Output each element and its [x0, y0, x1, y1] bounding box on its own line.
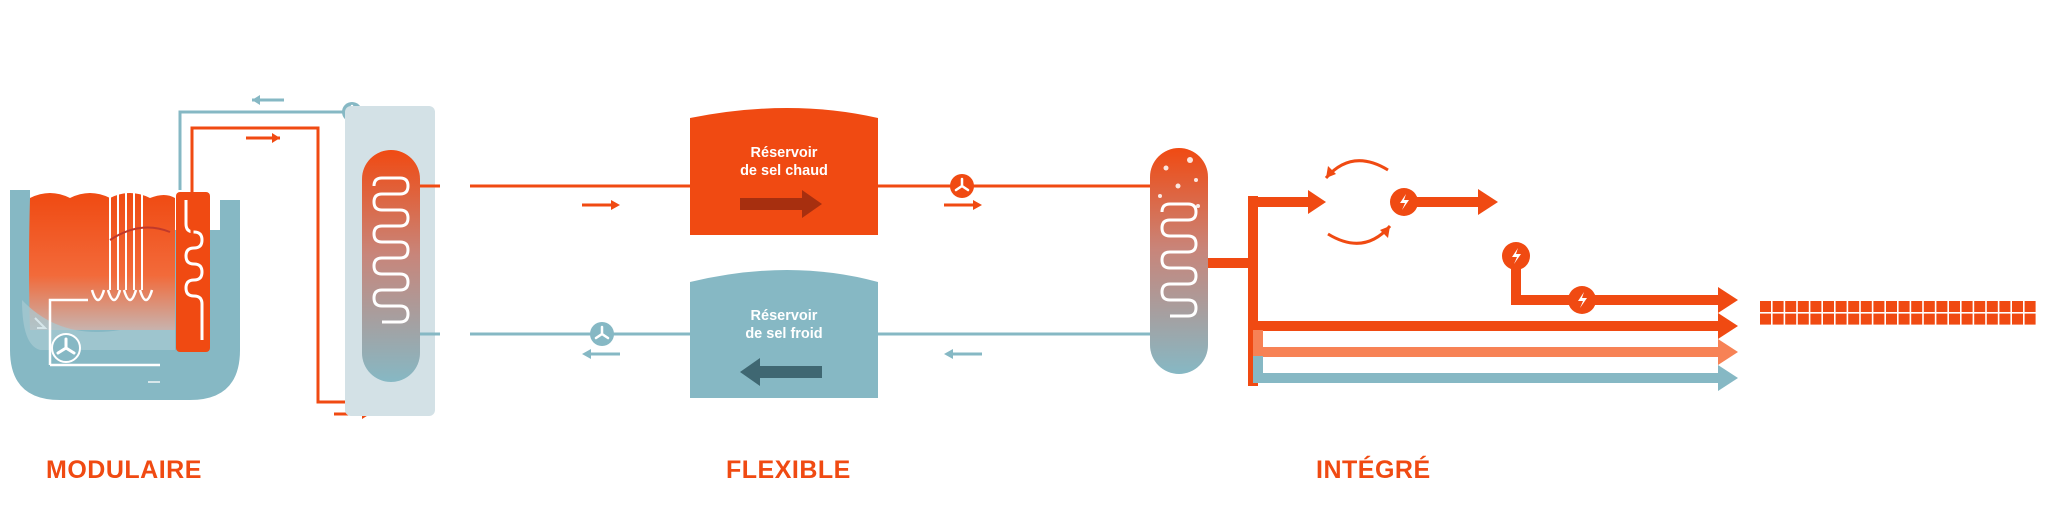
lightning-icon [1502, 242, 1530, 270]
steam-generator [1150, 148, 1208, 374]
grid-block [1848, 313, 1860, 325]
hot-loop-pipe [190, 126, 370, 404]
grid-block [1986, 301, 1998, 312]
grid-block [1886, 301, 1897, 312]
lightning-icon [1568, 286, 1596, 314]
grid-block [1936, 301, 1948, 312]
grid-block [2024, 313, 2036, 325]
output-band-warm-head [1718, 339, 1738, 365]
grid-block [1961, 301, 1973, 312]
grid-block [1886, 313, 1897, 325]
control-rods [109, 112, 143, 290]
grid-block [1974, 301, 1986, 312]
lightning-icon [1390, 188, 1418, 216]
grid-block [1974, 313, 1986, 325]
grid-block [1923, 313, 1935, 325]
section-label-modular: MODULAIRE [46, 456, 202, 484]
grid-block [1961, 313, 1973, 325]
steam-outlet [1208, 258, 1248, 268]
modular-section [10, 95, 440, 419]
fuel-loops [90, 289, 154, 302]
section-label-flexible: FLEXIBLE [726, 456, 851, 484]
core-flow-arrow [109, 226, 171, 241]
grid-block [1760, 301, 1771, 312]
output-band-bridge-cold [1253, 356, 1263, 382]
fan-icon [51, 333, 81, 363]
grid-block [1999, 301, 2011, 312]
hot-line-arrow-1-head [611, 200, 620, 210]
grid-block [1848, 301, 1860, 312]
grid-block [1797, 301, 1809, 312]
intermediate-exchanger [362, 150, 420, 382]
grid-block [1999, 313, 2011, 325]
fan-icon [590, 322, 614, 346]
cold-tank [690, 270, 878, 398]
grid-block [1986, 313, 1998, 325]
primary-exchanger-coil [184, 200, 204, 340]
grid-block [1810, 313, 1822, 325]
grid-block [1785, 313, 1797, 325]
fan-icon [950, 174, 974, 198]
grid-block [1772, 313, 1784, 325]
cold-tank-line1: Réservoir [751, 308, 818, 324]
grid-block [1810, 301, 1822, 312]
heat-branch-head [1718, 287, 1738, 313]
grid-block [1898, 313, 1910, 325]
grid-block [2012, 301, 2023, 312]
cycle-arrow-top-head [1326, 166, 1336, 178]
intermediate-exchanger-coil [372, 176, 410, 324]
grid-block [1949, 313, 1960, 325]
cold-line-arrow-2-head [582, 349, 591, 359]
output-band-cold-head [1718, 365, 1738, 391]
hot-tank-line2: de sel chaud [740, 163, 828, 179]
grid-block [1760, 313, 1771, 325]
grid-block [1785, 301, 1797, 312]
grid-block [1797, 313, 1809, 325]
hot-tank-line1: Réservoir [751, 145, 818, 161]
output-band-hot-head [1718, 313, 1738, 339]
steam-generator-coil [1160, 202, 1198, 318]
grid-block [1772, 301, 1784, 312]
grid-block [1911, 313, 1923, 325]
grid-block [1823, 301, 1834, 312]
grid-block [2012, 313, 2023, 325]
integrated-section [1150, 148, 2036, 391]
hot-tank-flow-arrow [740, 190, 822, 218]
inner-flow-arrows [34, 317, 160, 383]
heat-branch [1511, 256, 1720, 305]
power-line-1-head [1478, 189, 1498, 215]
grid-block [1860, 313, 1872, 325]
cold-line-arrow-1-head [944, 349, 953, 359]
grid-block [1898, 301, 1910, 312]
grid-block [1823, 313, 1834, 325]
steam-bubbles [1158, 157, 1200, 208]
flexible-section: Réservoir de sel chaud Réservoir de sel … [470, 108, 1150, 398]
grid-block [2024, 301, 2036, 312]
cycle-arrow-bottom [1327, 225, 1392, 245]
grid-block [1835, 313, 1847, 325]
grid-block [1835, 301, 1847, 312]
grid-block [1911, 301, 1923, 312]
grid-block [1936, 313, 1948, 325]
grid-block [1873, 313, 1885, 325]
cold-tank-flow-arrow [740, 358, 822, 386]
grid-block [1923, 301, 1935, 312]
grid-block [1949, 301, 1960, 312]
grid-block [1873, 301, 1885, 312]
grid-block [1860, 301, 1872, 312]
cold-tank-line2: de sel froid [745, 326, 822, 342]
turbine-branch-head [1308, 190, 1326, 214]
hot-line-arrow-2-head [973, 200, 982, 210]
grid-blocks [1760, 301, 2036, 325]
section-label-integrated: INTÉGRÉ [1316, 456, 1431, 484]
cycle-arrow-bottom-head [1380, 226, 1390, 238]
branch-trunk [1248, 196, 1258, 386]
hot-tank [690, 108, 878, 235]
reactor-internals [48, 298, 160, 367]
cycle-arrow-top [1324, 159, 1389, 179]
